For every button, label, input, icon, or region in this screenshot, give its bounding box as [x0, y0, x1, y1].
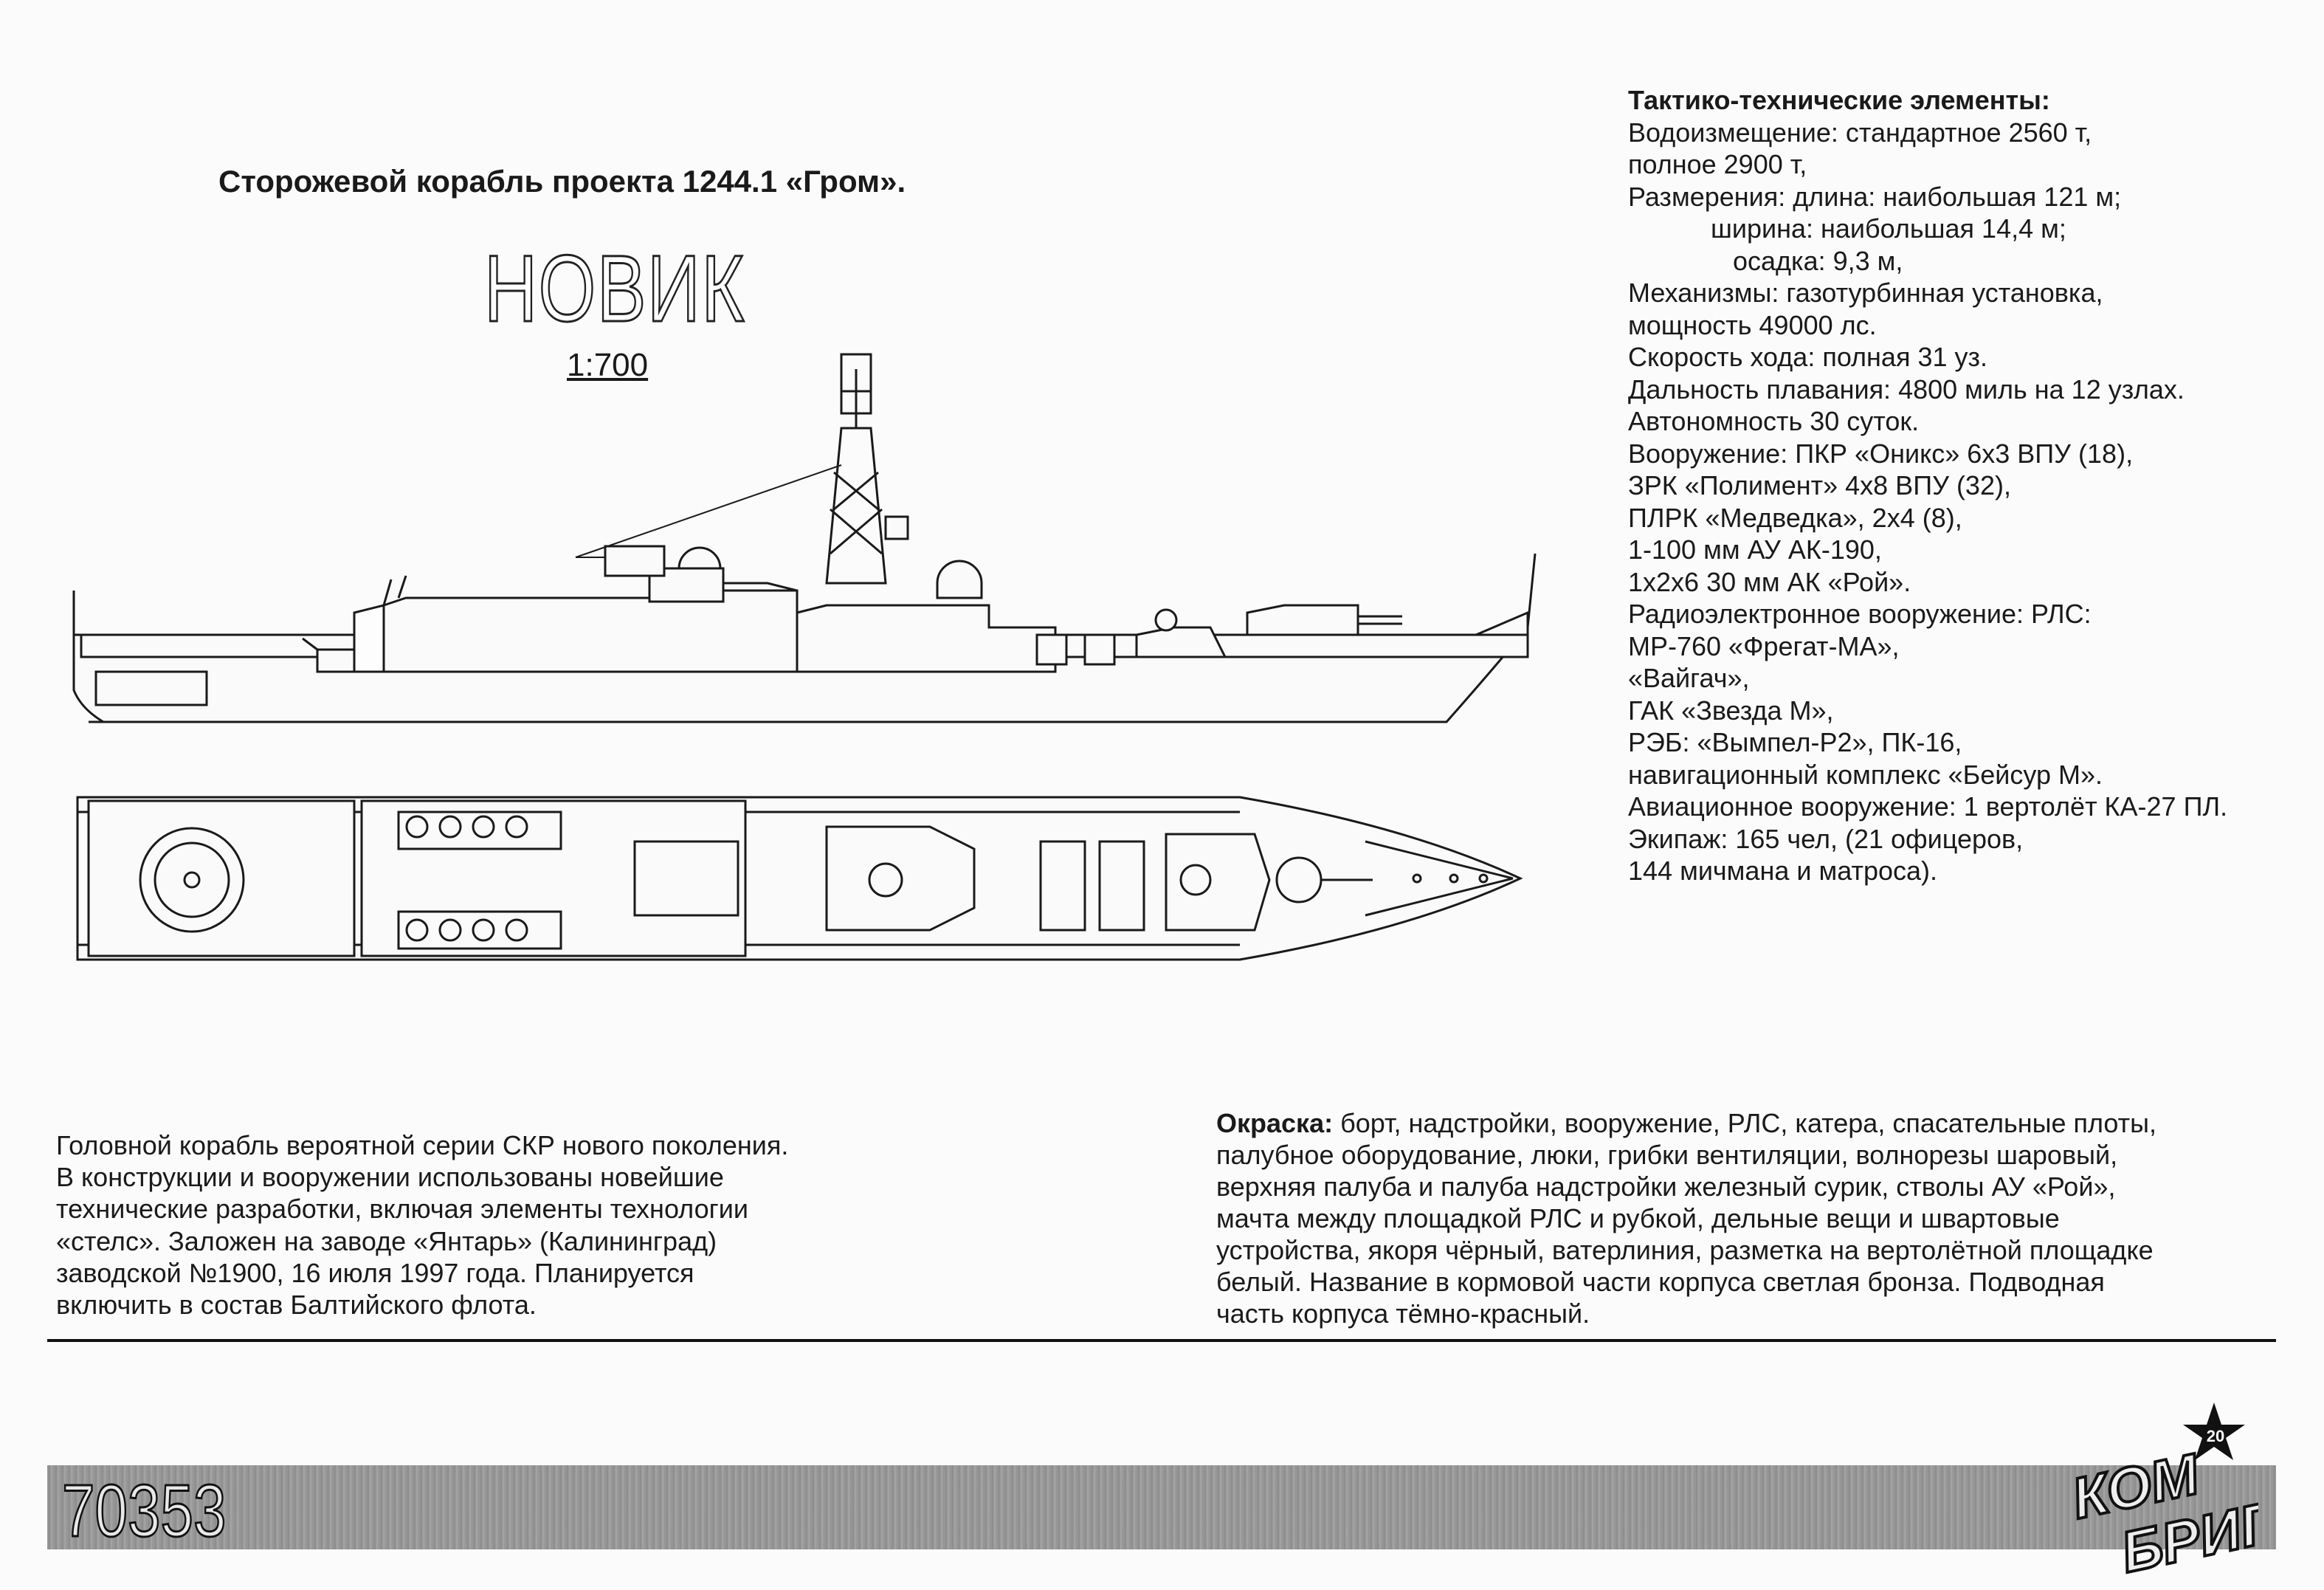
ship-name: НОВИК [483, 235, 746, 343]
description-line: Головной корабль вероятной серии СКР нов… [56, 1130, 789, 1160]
spec-line: Размерения: длина: наибольшая 121 м; [1628, 181, 2122, 212]
spec-line: 144 мичмана и матроса). [1628, 856, 1937, 886]
spec-line: ПЛРК «Медведка», 2х4 (8), [1628, 502, 1962, 533]
ship-top-plan [76, 796, 1523, 961]
paint-line: Окраска: борт, надстройки, вооружение, Р… [1216, 1107, 2156, 1139]
scale-label: 1:700 [567, 347, 649, 383]
paint-line: белый. Название в кормовой части корпуса… [1216, 1267, 2105, 1297]
paint-line: часть корпуса тёмно-красный. [1216, 1298, 1590, 1329]
logo-number: 20 [2207, 1427, 2224, 1445]
spec-line: Автономность 30 суток. [1628, 406, 1920, 436]
description-line: включить в состав Балтийского флота. [56, 1290, 537, 1321]
spec-line: Механизмы: газотурбинная установка, [1628, 278, 2103, 308]
spec-line: ширина: наибольшая 14,4 м; [1711, 213, 2066, 244]
spec-line: «Вайгач», [1628, 663, 1750, 693]
spec-line: ЗРК «Полимент» 4х8 ВПУ (32), [1628, 470, 2011, 500]
paint-first-line: борт, надстройки, вооружение, РЛС, катер… [1333, 1108, 2157, 1138]
spec-line: осадка: 9,3 м, [1733, 245, 1903, 276]
description-line: технические разработки, включая элементы… [56, 1194, 748, 1225]
spec-line: навигационный комплекс «Бейсур М». [1628, 759, 2103, 790]
spec-line: Авиационное вооружение: 1 вертолёт КА-27… [1628, 791, 2228, 822]
specs-heading: Тактико-технические элементы: [1628, 85, 2050, 115]
paint-line: мачта между площадкой РЛС и рубкой, дель… [1216, 1203, 2060, 1233]
spec-line: РЭБ: «Вымпел-Р2», ПК-16, [1628, 727, 1962, 757]
spec-line: полное 2900 т, [1628, 149, 1807, 179]
spec-line: МР-760 «Фрегат-МА», [1628, 630, 1900, 661]
paint-label: Окраска: [1216, 1108, 1334, 1138]
spec-line: мощность 49000 лс. [1628, 309, 1877, 340]
spec-line: ГАК «Звезда М», [1628, 695, 1834, 726]
description-block: Головной корабль вероятной серии СКР нов… [56, 1129, 788, 1321]
spec-line: Скорость хода: полная 31 уз. [1628, 342, 1988, 372]
divider-line [47, 1339, 2276, 1342]
kombrig-logo: 20 КОМ БРИГ [2066, 1403, 2258, 1583]
footer-band [47, 1465, 2276, 1549]
document-title: Сторожевой корабль проекта 1244.1 «Гром»… [218, 164, 906, 199]
spec-line: Радиоэлектронное вооружение: РЛС: [1628, 599, 2092, 629]
spec-line: 1-100 мм АУ АК-190, [1628, 534, 1882, 565]
ship-side-profile [72, 353, 1537, 723]
spec-line: Вооружение: ПКР «Оникс» 6х3 ВПУ (18), [1628, 438, 2134, 469]
spec-line: 1х2х6 30 мм АК «Рой». [1628, 566, 1911, 597]
spec-line: Водоизмещение: стандартное 2560 т, [1628, 117, 2092, 148]
description-line: В конструкции и вооружении использованы … [56, 1162, 724, 1193]
paint-line: палубное оборудование, люки, грибки вент… [1216, 1140, 2118, 1170]
paint-line: устройства, якоря чёрный, ватерлиния, ра… [1216, 1235, 2154, 1265]
specs-block: Тактико-технические элементы: Водоизмеще… [1628, 84, 2227, 887]
description-line: «стелс». Заложен на заводе «Янтарь» (Кал… [56, 1225, 717, 1256]
description-line: заводской №1900, 16 июля 1997 года. План… [56, 1257, 694, 1288]
spec-line: Дальность плавания: 4800 миль на 12 узла… [1628, 374, 2185, 405]
catalog-number: 70353 [61, 1469, 227, 1554]
paint-line: верхняя палуба и палуба надстройки желез… [1216, 1171, 2116, 1202]
paint-block: Окраска: борт, надстройки, вооружение, Р… [1216, 1107, 2156, 1329]
spec-line: Экипаж: 165 чел, (21 офицеров, [1628, 823, 2024, 854]
